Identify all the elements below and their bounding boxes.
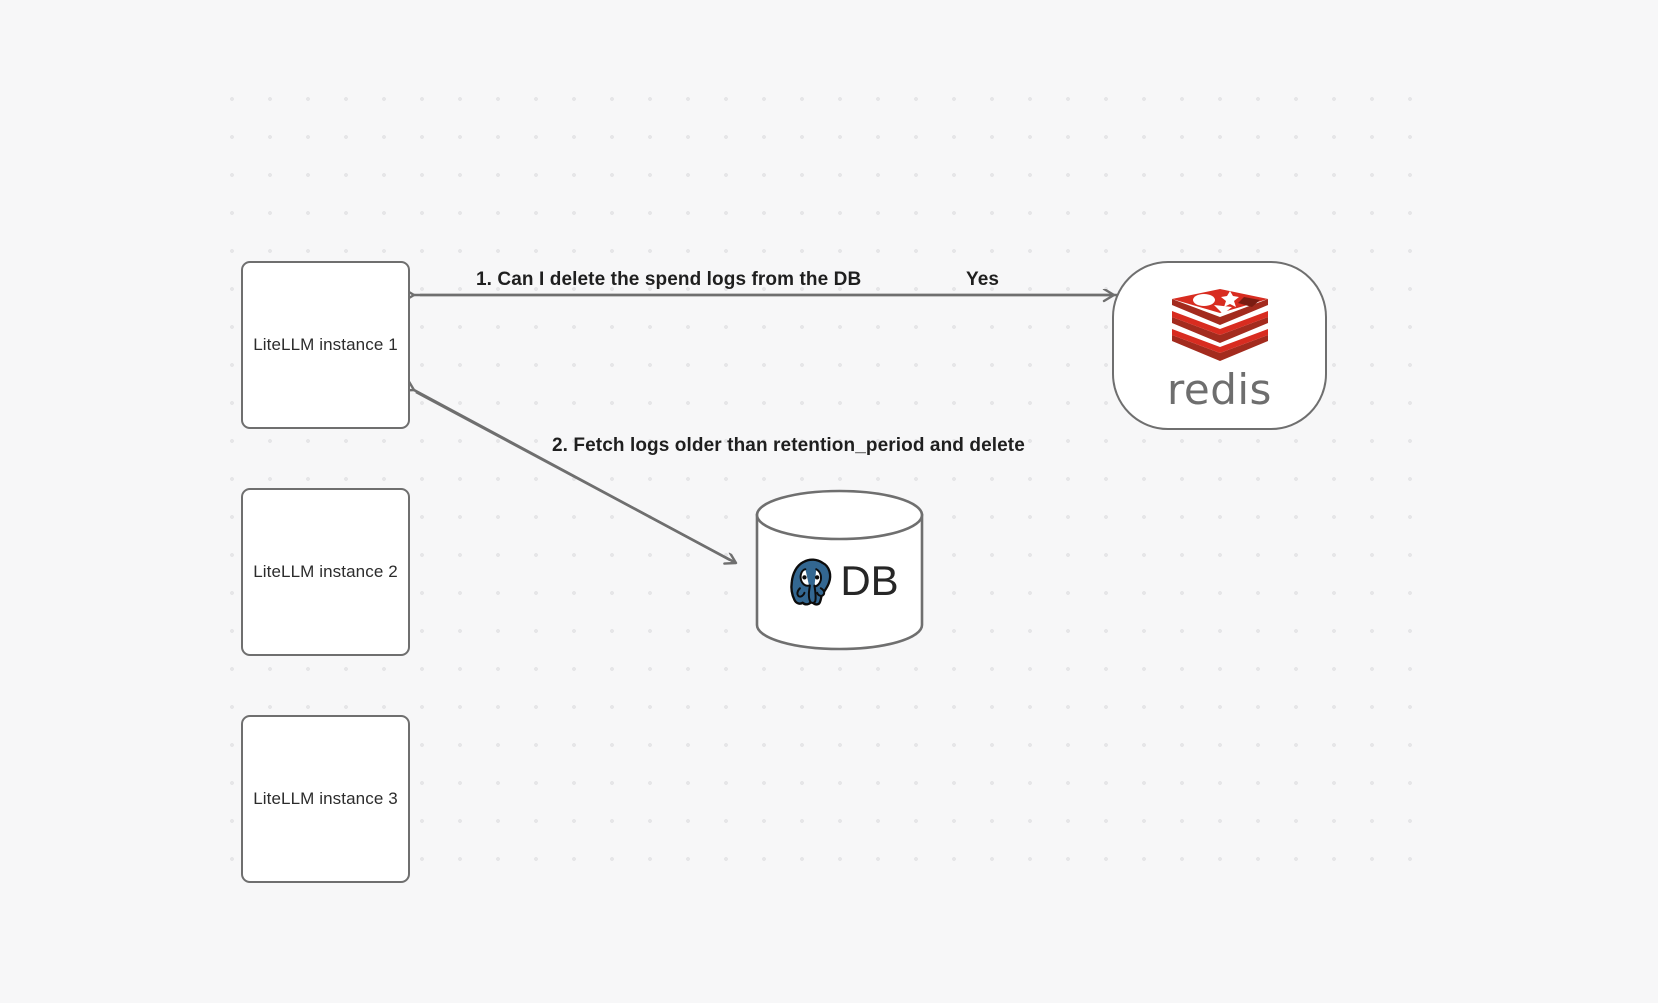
db-label: DB (840, 557, 899, 604)
node-label: LiteLLM instance 3 (253, 789, 398, 808)
edge-instance-1-to-db (415, 390, 736, 563)
cylinder-shape (755, 489, 924, 651)
node-litellm-instance-1[interactable]: LiteLLM instance 1 (241, 261, 410, 429)
redis-logo-group: redis (1166, 283, 1274, 411)
node-litellm-instance-2[interactable]: LiteLLM instance 2 (241, 488, 410, 656)
edge-label-step-1-reply: Yes (966, 269, 1000, 290)
edge-label-step-1: 1. Can I delete the spend logs from the … (476, 269, 862, 290)
node-label: LiteLLM instance 1 (253, 335, 398, 354)
node-postgres-database[interactable]: DB (754, 489, 925, 651)
postgresql-elephant-icon (790, 558, 832, 606)
node-redis[interactable]: redis (1112, 261, 1327, 430)
node-label: LiteLLM instance 2 (253, 562, 398, 581)
edge-label-step-2: 2. Fetch logs older than retention_perio… (552, 435, 1025, 456)
edge-db-to-instance-1 (414, 390, 731, 562)
node-litellm-instance-3[interactable]: LiteLLM instance 3 (241, 715, 410, 883)
db-logo-group: DB (754, 489, 925, 651)
redis-wordmark: redis (1167, 364, 1272, 414)
redis-logo-icon (1171, 288, 1268, 361)
